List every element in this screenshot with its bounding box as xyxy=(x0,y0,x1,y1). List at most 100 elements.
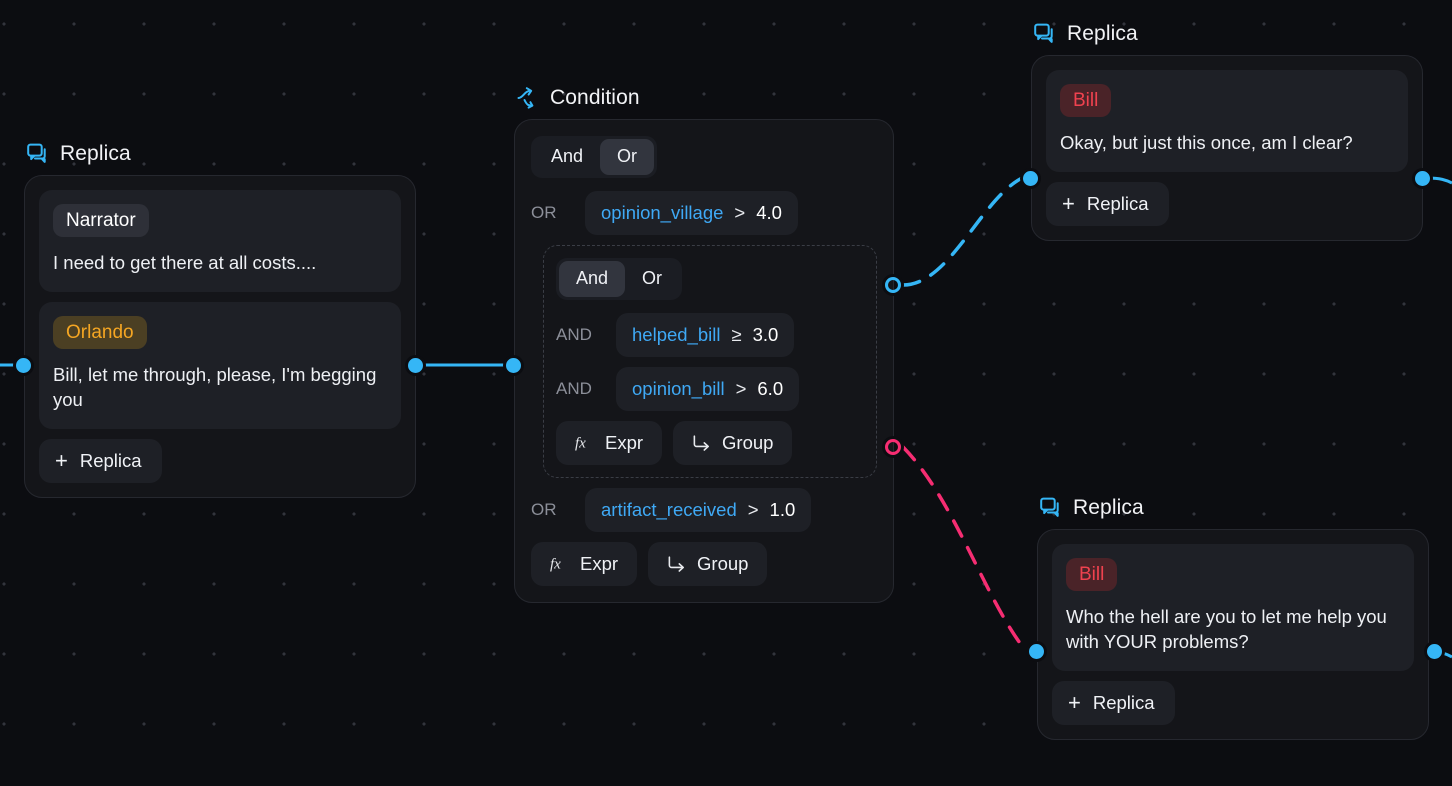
expression-variable: opinion_village xyxy=(601,201,724,223)
add-group-label: Group xyxy=(697,552,749,574)
group-button-row: fx Expr Group xyxy=(556,420,864,465)
add-replica-label: Replica xyxy=(79,449,142,471)
expression-variable: helped_bill xyxy=(632,323,721,345)
arrow-turn-down-right-icon xyxy=(693,435,710,451)
fx-icon: fx xyxy=(575,435,586,451)
add-expression-button[interactable]: fx Expr xyxy=(556,420,663,465)
add-replica-button[interactable]: + Replica xyxy=(1052,680,1175,725)
expression-pill[interactable]: opinion_bill > 6.0 xyxy=(616,366,800,411)
node-replica-bottom-right[interactable]: Replica Bill Who the hell are you to let… xyxy=(1029,496,1442,740)
replica-bubble[interactable]: Narrator I need to get there at all cost… xyxy=(39,190,401,292)
speaker-badge: Bill xyxy=(1066,558,1118,591)
expression-operator: > xyxy=(734,201,746,223)
expression-operator: > xyxy=(735,377,747,399)
edge-condition-false xyxy=(901,445,1028,653)
speaker-badge: Orlando xyxy=(53,315,147,349)
add-replica-button[interactable]: + Replica xyxy=(1046,181,1169,226)
join-label: AND xyxy=(556,378,592,398)
add-group-button[interactable]: Group xyxy=(648,541,768,586)
plus-icon: + xyxy=(1062,190,1075,216)
root-button-row: fx Expr Group xyxy=(531,541,877,586)
output-handle-true[interactable] xyxy=(885,277,901,293)
expression-operator: > xyxy=(747,498,759,520)
message-squares-icon xyxy=(27,143,46,163)
branch-arrows-icon xyxy=(517,87,534,109)
root-logic-toggle[interactable]: And Or xyxy=(531,136,658,178)
group-logic-or[interactable]: Or xyxy=(625,261,679,297)
expression-value: 4.0 xyxy=(756,201,782,223)
expression-pill[interactable]: opinion_village > 4.0 xyxy=(585,190,798,235)
speaker-badge: Narrator xyxy=(53,204,149,237)
root-logic-and[interactable]: And xyxy=(534,139,600,175)
node-title: Replica xyxy=(1067,22,1138,45)
replica-bubble[interactable]: Orlando Bill, let me through, please, I'… xyxy=(39,301,401,429)
node-body: Bill Who the hell are you to let me help… xyxy=(1037,529,1429,740)
input-handle[interactable] xyxy=(506,358,521,373)
node-title: Condition xyxy=(550,86,640,109)
node-header: Replica xyxy=(1031,22,1423,46)
output-handle[interactable] xyxy=(1427,644,1442,659)
add-replica-button[interactable]: + Replica xyxy=(39,438,162,483)
expression-variable: artifact_received xyxy=(601,498,737,520)
bubble-text: Bill, let me through, please, I'm beggin… xyxy=(53,363,377,410)
speaker-badge: Bill xyxy=(1060,84,1112,117)
expression-operator: ≥ xyxy=(731,323,742,345)
add-replica-label: Replica xyxy=(1092,691,1155,713)
add-group-label: Group xyxy=(722,431,774,453)
input-handle[interactable] xyxy=(1023,171,1038,186)
expression-pill[interactable]: helped_bill ≥ 3.0 xyxy=(616,312,795,357)
add-expression-label: Expr xyxy=(580,552,619,574)
replica-bubble[interactable]: Bill Who the hell are you to let me help… xyxy=(1052,544,1414,671)
node-condition[interactable]: Condition And Or OR opinion_village > 4.… xyxy=(506,86,901,603)
plus-icon: + xyxy=(1068,689,1081,715)
node-title: Replica xyxy=(1073,496,1144,519)
condition-row[interactable]: OR opinion_village > 4.0 xyxy=(531,190,877,235)
bubble-text: I need to get there at all costs.... xyxy=(53,252,317,273)
edge-condition-true xyxy=(901,176,1024,287)
arrow-turn-down-right-icon xyxy=(668,556,685,572)
output-handle-false[interactable] xyxy=(885,439,901,455)
condition-row[interactable]: AND opinion_bill > 6.0 xyxy=(556,366,864,411)
output-handle[interactable] xyxy=(1415,171,1430,186)
group-logic-toggle[interactable]: And Or xyxy=(556,257,683,300)
bubble-text: Who the hell are you to let me help you … xyxy=(1066,606,1387,652)
condition-group[interactable]: And Or AND helped_bill ≥ 3.0 AND opinion… xyxy=(543,244,877,478)
bubble-text: Okay, but just this once, am I clear? xyxy=(1060,132,1353,153)
condition-row[interactable]: AND helped_bill ≥ 3.0 xyxy=(556,312,864,357)
node-header: Replica xyxy=(24,142,416,166)
expression-variable: opinion_bill xyxy=(632,377,725,399)
expression-value: 1.0 xyxy=(769,498,796,520)
node-replica-left[interactable]: Replica Narrator I need to get there at … xyxy=(16,142,423,498)
root-logic-or[interactable]: Or xyxy=(600,139,655,175)
node-replica-top-right[interactable]: Replica Bill Okay, but just this once, a… xyxy=(1023,22,1430,241)
replica-bubble[interactable]: Bill Okay, but just this once, am I clea… xyxy=(1046,70,1408,172)
join-label: AND xyxy=(556,324,592,344)
add-group-button[interactable]: Group xyxy=(673,420,793,465)
group-logic-and[interactable]: And xyxy=(559,260,626,297)
add-expression-label: Expr xyxy=(605,431,644,453)
input-handle[interactable] xyxy=(1029,644,1044,659)
join-label: OR xyxy=(531,499,557,519)
edge-stub-top-right-out xyxy=(1427,176,1452,185)
condition-row[interactable]: OR artifact_received > 1.0 xyxy=(531,487,877,532)
expression-value: 6.0 xyxy=(757,377,784,399)
message-squares-icon xyxy=(1034,23,1053,43)
join-label: OR xyxy=(531,202,557,222)
svg-text:fx: fx xyxy=(575,435,586,451)
input-handle[interactable] xyxy=(16,358,31,373)
plus-icon: + xyxy=(55,447,68,473)
fx-icon: fx xyxy=(550,556,561,572)
add-replica-label: Replica xyxy=(1086,192,1149,214)
output-handle[interactable] xyxy=(408,358,423,373)
svg-text:fx: fx xyxy=(550,556,561,572)
node-body: Narrator I need to get there at all cost… xyxy=(24,175,416,498)
message-squares-icon xyxy=(1040,497,1059,517)
expression-pill[interactable]: artifact_received > 1.0 xyxy=(585,487,812,532)
node-title: Replica xyxy=(60,142,131,165)
add-expression-button[interactable]: fx Expr xyxy=(531,541,638,586)
node-body: And Or OR opinion_village > 4.0 And Or A… xyxy=(514,119,894,603)
node-header: Condition xyxy=(514,86,894,110)
node-header: Replica xyxy=(1037,496,1429,520)
expression-value: 3.0 xyxy=(752,323,779,345)
